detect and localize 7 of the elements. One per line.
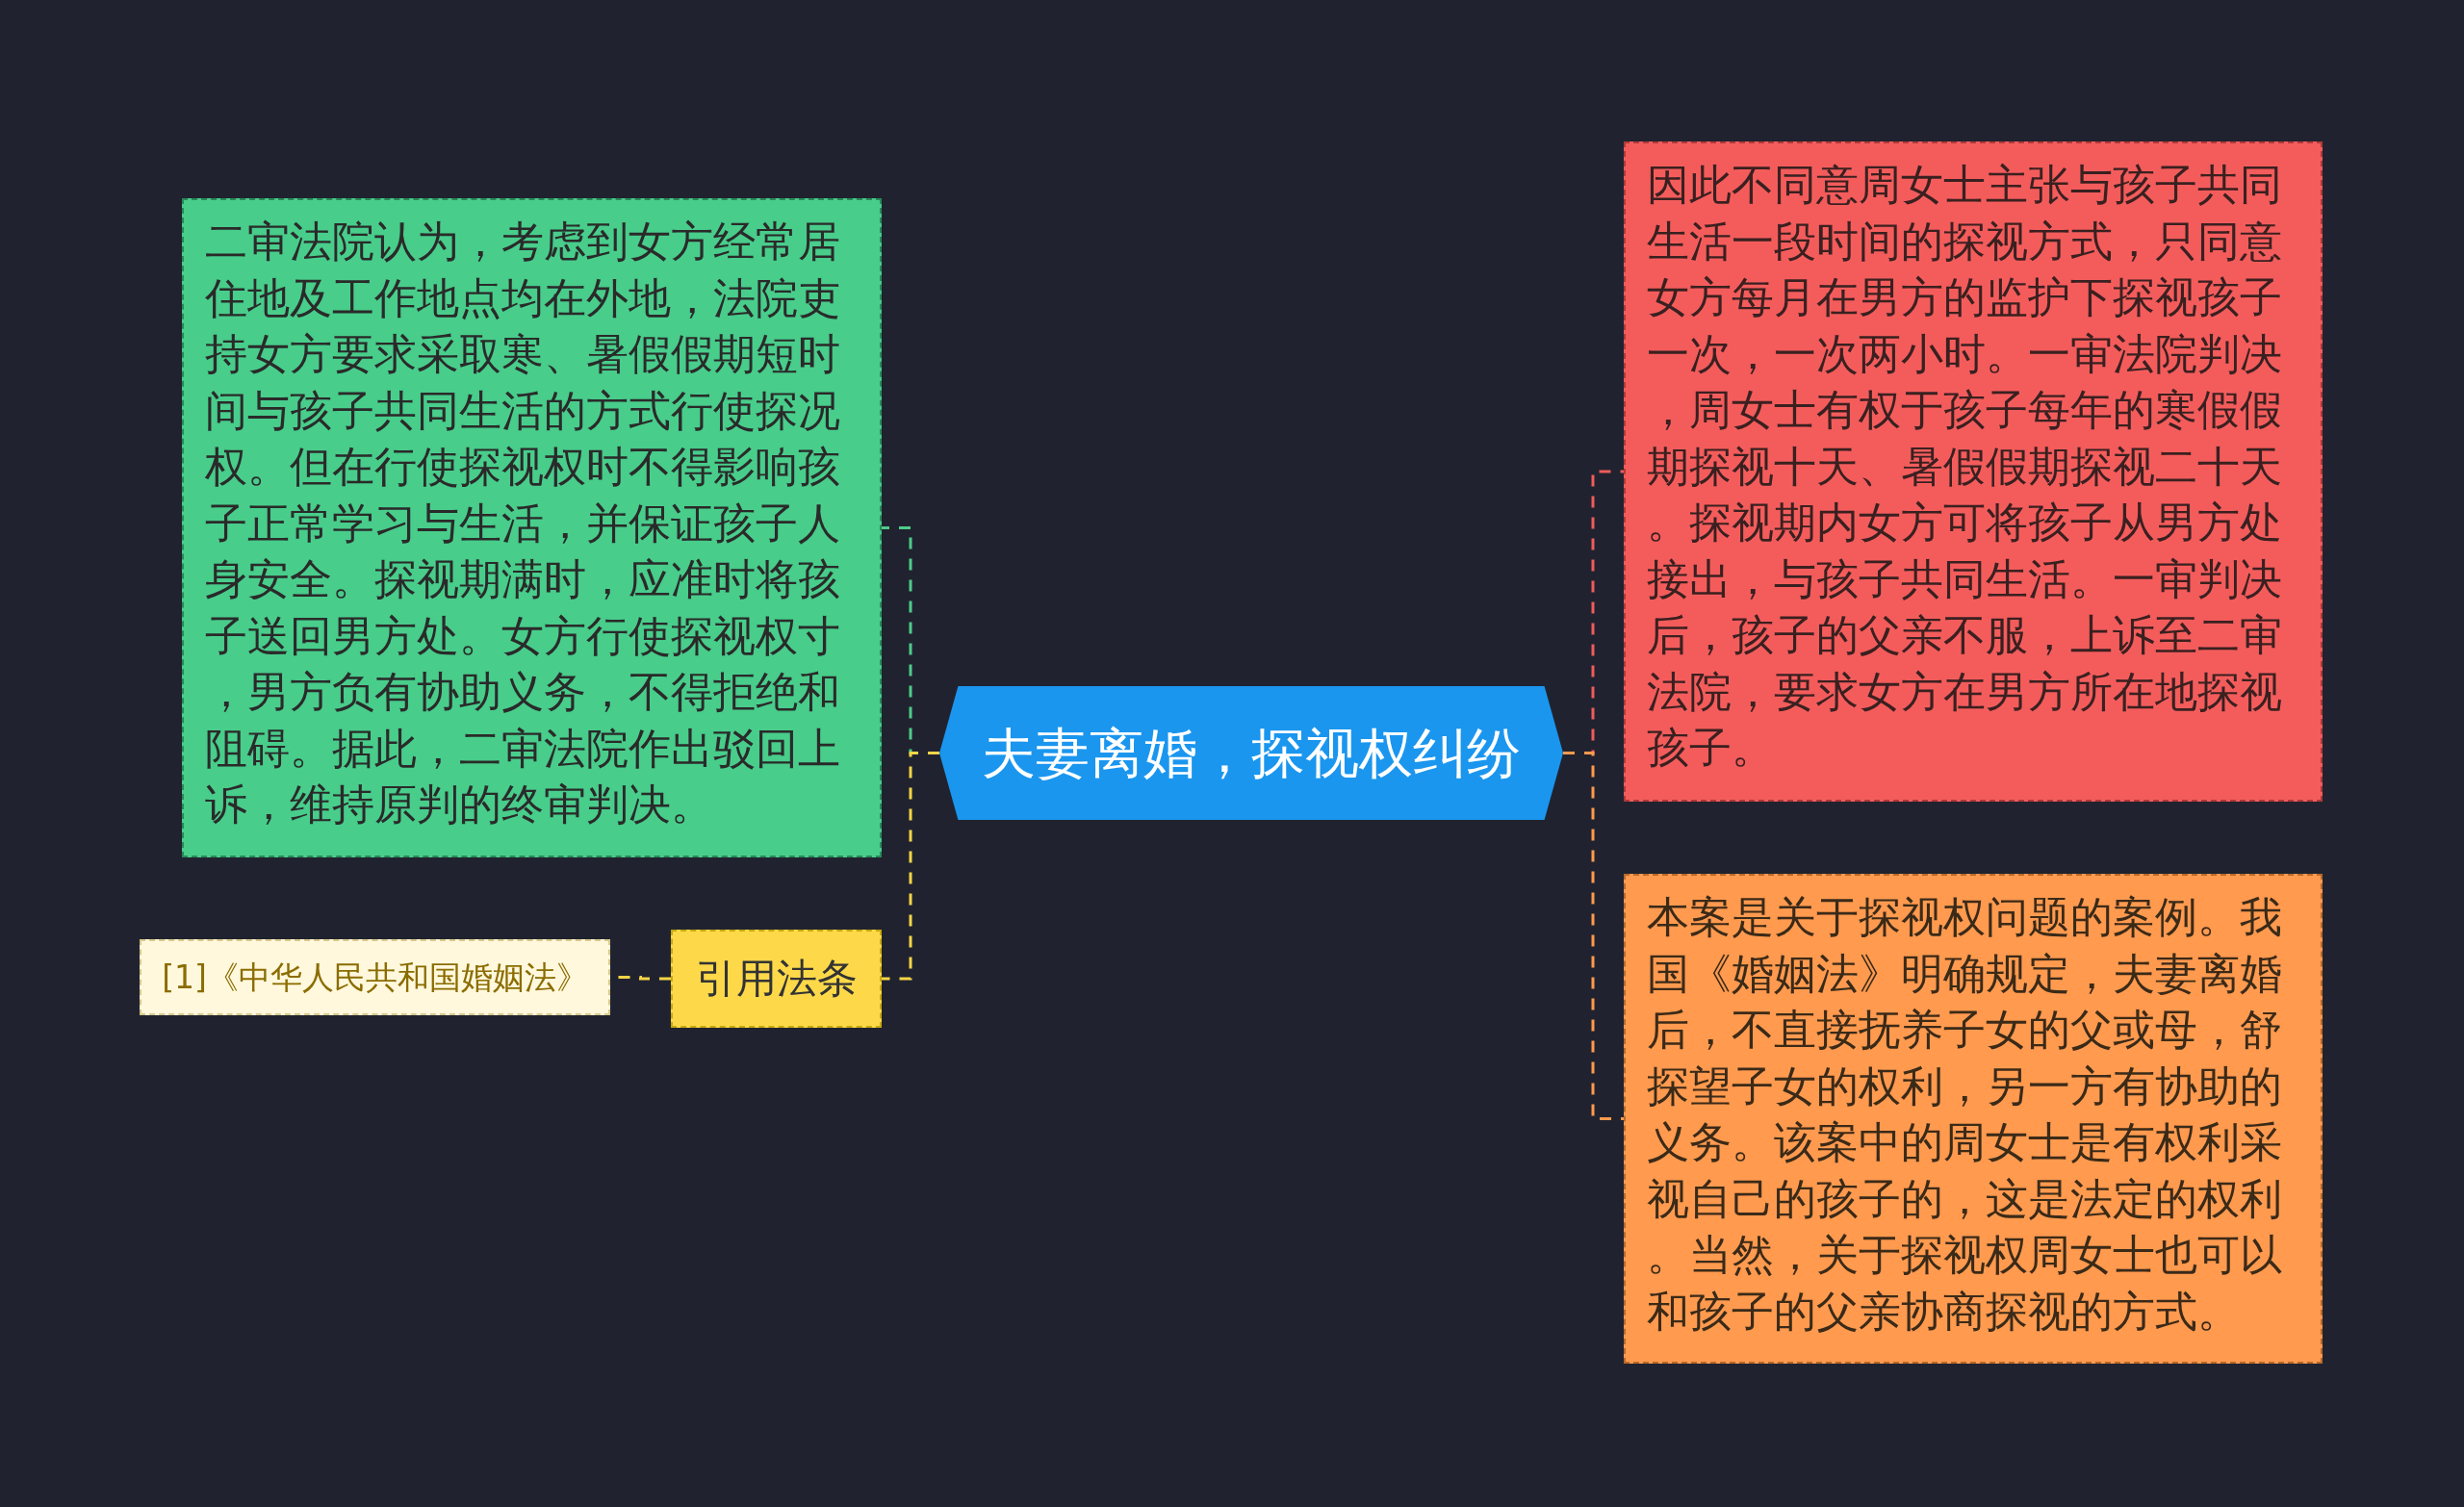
connector-line <box>882 752 939 981</box>
note-box: 本案是关于探视权问题的案例。我国《婚姻法》明确规定，夫妻离婚后，不直接抚养子女的父或母，舒探望子女的权利，另一方有协助的义务。该案中的周女士是有权利采视自己的孩子的，这是法定的权利。当然，关于探视权周女士也可以和孩子的父亲协商探视的方式。 <box>1624 874 2323 1364</box>
connector-line <box>1563 752 1624 1120</box>
note-box: 二审法院认为，考虑到女方经常居住地及工作地点均在外地，法院吏持女方要求采取寒、暑假假期短时间与孩子共同生活的方式行使探况权。但在行使探视权时不得影响孩子正常学习与生活，并保证孩子人身安全。探视期满时，应准时将孩子送回男方处。女方行使探视权寸，男方负有协助义务，不得拒绝和阻碍。据此，二审法院作出驳回上诉，维持原判的终审判决。 <box>182 198 882 857</box>
citation-box: [1]《中华人民共和国婚姻法》 <box>140 939 610 1015</box>
topic-box: 引用法条 <box>671 930 882 1028</box>
note-box: 因此不同意周女士主张与孩子共同生活一段时间的探视方式，只同意女方每月在男方的监护下探视孩子一次，一次两小时。一审法院判决，周女士有权于孩子每年的寒假假期探视十天、暑假假期探视二十天。探视期内女方可将孩子从男方处接出，与孩子共同生活。一审判决后，孩子的父亲不服，上诉至二审法院，要求女方在男方所在地探视孩子。 <box>1624 141 2323 802</box>
